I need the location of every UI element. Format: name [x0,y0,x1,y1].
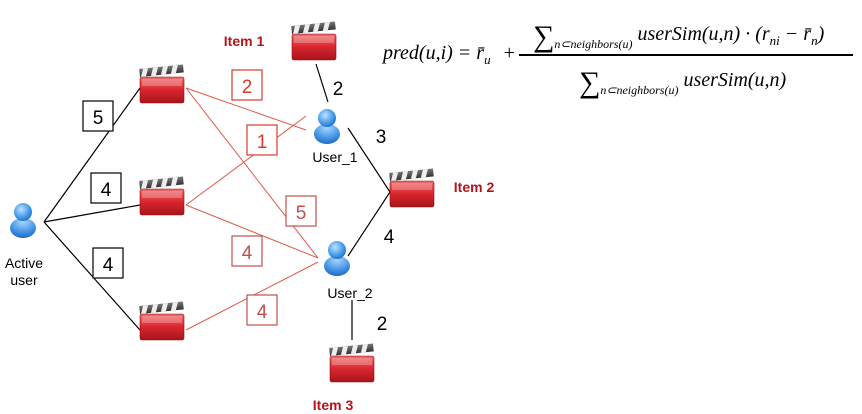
user2-icon [324,241,350,276]
edge-user1-movie-b [185,115,307,206]
edge-user2-item2 [347,191,391,257]
rating-box-user2-movie-b: 4 [231,235,263,267]
svg-text:2: 2 [242,77,253,98]
edge-active-movie-a [43,87,141,223]
edge-user2-movie-a [185,87,319,259]
user1-label: User_1 [312,149,357,165]
edge-active-movie-b [43,204,141,223]
svg-text:5: 5 [93,108,104,129]
user2-label: User_2 [327,285,372,301]
rating-user1-item1: 2 [333,79,344,100]
rating-user2-item3: 2 [377,314,388,335]
active-user-icon [10,203,36,238]
item1-clapperboard-icon [290,20,337,61]
movie-a-clapperboard-icon [138,63,185,104]
svg-text:5: 5 [296,203,307,224]
active-user-label-line2: user [10,272,38,288]
item2-clapperboard-icon [388,167,435,208]
edge-user1-movie-a [185,87,307,131]
edge-user2-movie-b [185,204,319,259]
fraction-bar [519,54,853,56]
rating-box-active-movie-b: 4 [90,172,122,204]
rating-box-active-movie-c: 4 [92,247,124,279]
edge-user1-item1 [315,63,329,103]
rating-user2-item2: 4 [384,227,395,248]
item3-clapperboard-icon [328,342,375,383]
prediction-formula: pred(u,i) = r̄u + ∑n⊂neighbors(u) userSi… [383,14,853,99]
edge-user1-item2 [347,127,391,193]
rating-box-user2-movie-c: 4 [246,294,278,326]
svg-text:1: 1 [257,132,268,153]
movie-b-clapperboard-icon [138,175,185,216]
user1-icon [314,109,340,144]
item1-label: Item 1 [224,33,265,49]
rating-box-user2-movie-a: 5 [285,195,317,227]
rating-box-user1-movie-b: 1 [246,124,278,156]
edge-active-movie-c [43,221,141,331]
rating-box-user1-movie-a: 2 [231,69,263,101]
item3-label: Item 3 [313,397,354,413]
svg-text:4: 4 [101,180,112,201]
rating-user1-item2: 3 [376,127,387,148]
svg-text:4: 4 [242,243,253,264]
active-user-label-line1: Active [5,255,43,271]
item2-label: Item 2 [454,179,495,195]
svg-text:4: 4 [103,255,114,276]
formula-denominator: ∑n⊂neighbors(u) userSim(u,n) [579,66,787,99]
svg-text:4: 4 [257,302,268,323]
formula-numerator: ∑n⊂neighbors(u) userSim(u,n) · (rni − r̄… [533,20,825,53]
rating-box-active-movie-a: 5 [82,100,114,132]
movie-c-clapperboard-icon [138,300,185,341]
formula-lhs: pred(u,i) = r̄u + [383,42,515,67]
